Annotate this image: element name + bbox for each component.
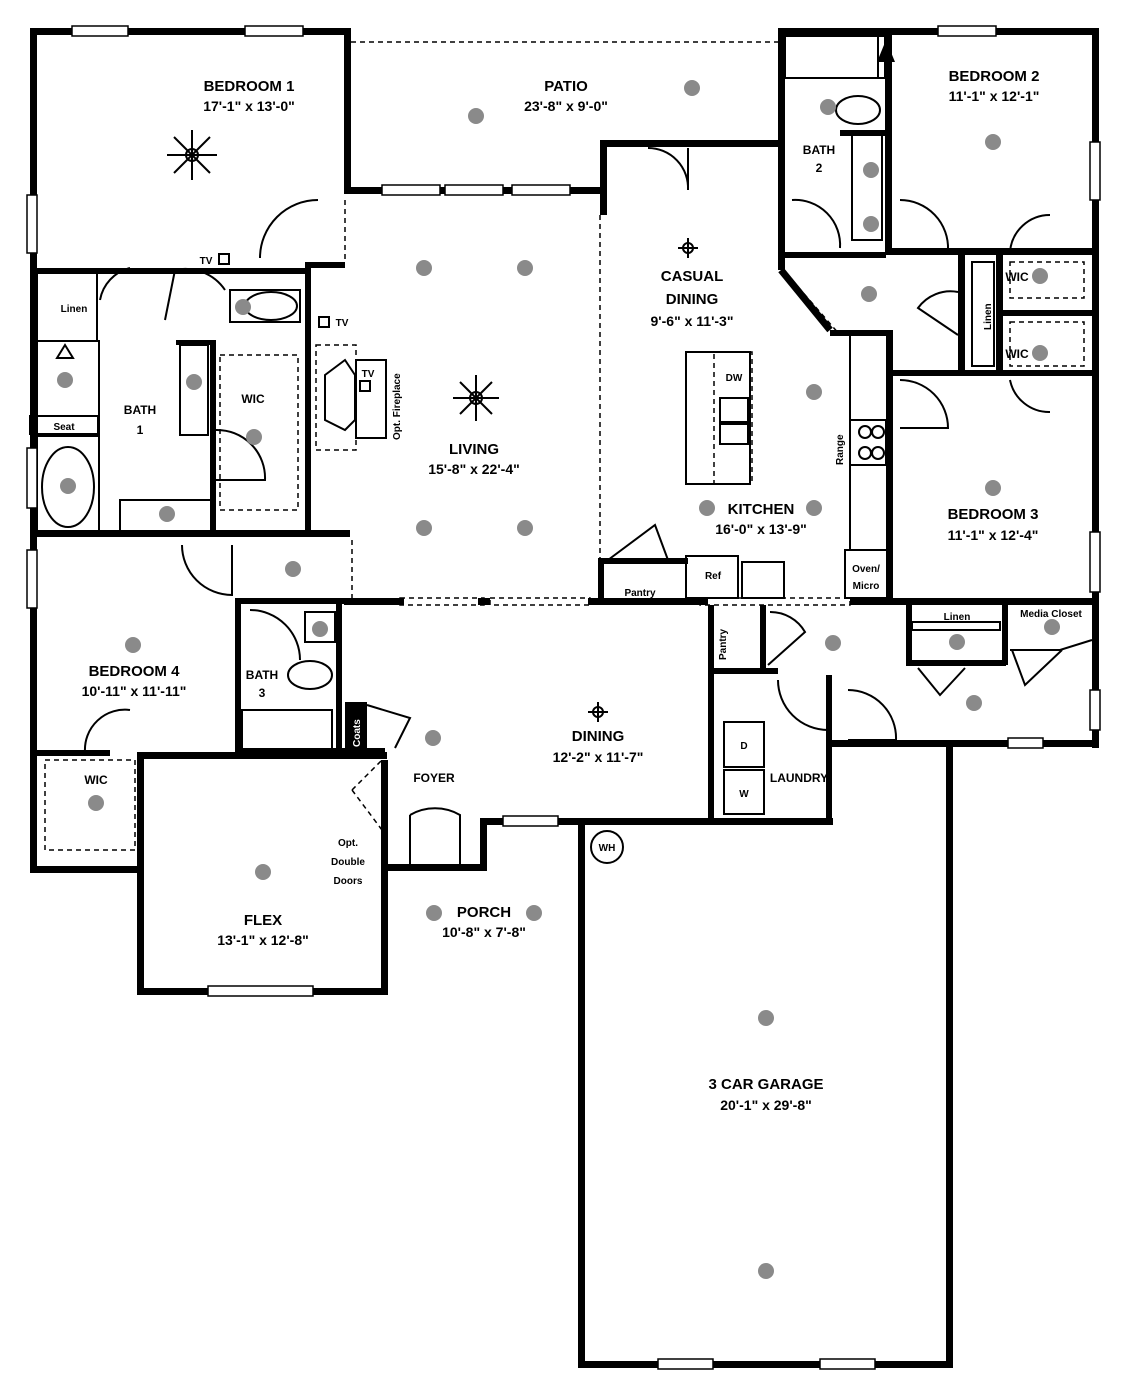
opt-double-doors-line2: Double xyxy=(331,857,365,868)
wic-label-bath1: WIC xyxy=(241,392,265,406)
oven-label-line2: Micro xyxy=(853,581,880,592)
windows xyxy=(26,25,1101,1370)
pantry-label-kitchen: Pantry xyxy=(624,588,656,599)
living-dimensions: 15'-8" x 22'-4" xyxy=(428,461,520,477)
casual-dining-dimensions: 9'-6" x 11'-3" xyxy=(651,313,734,329)
porch-label: PORCH xyxy=(457,904,511,921)
opt-double-doors-line3: Doors xyxy=(334,876,363,887)
bedroom1-dimensions: 17'-1" x 13'-0" xyxy=(203,98,295,114)
doors xyxy=(83,146,1063,865)
linen-label-closet: Linen xyxy=(944,612,971,623)
range-label: Range xyxy=(835,434,846,465)
bedroom3-label: BEDROOM 3 xyxy=(948,506,1039,523)
patio-dimensions: 23'-8" x 9'-0" xyxy=(524,98,608,114)
opt-fireplace-label: Opt. Fireplace xyxy=(392,373,403,440)
bedroom4-dimensions: 10'-11" x 11'-11" xyxy=(82,683,187,699)
casual-dining-label-line2: DINING xyxy=(666,291,719,308)
dishwasher-label: DW xyxy=(726,373,743,384)
interior-walls xyxy=(30,28,1096,851)
foyer-label: FOYER xyxy=(413,771,455,785)
pendant-light-icon xyxy=(588,702,608,722)
seat-label: Seat xyxy=(53,422,75,433)
fixtures xyxy=(29,40,895,864)
ceiling-fan-icon xyxy=(453,375,499,421)
media-closet-label: Media Closet xyxy=(1020,609,1082,620)
dryer-label: D xyxy=(740,741,747,752)
tv-label-bedroom1: TV xyxy=(200,256,213,267)
oven-label-line1: Oven/ xyxy=(852,564,880,575)
pantry-label-hall: Pantry xyxy=(718,628,729,660)
bedroom3-dimensions: 11'-1" x 12'-4" xyxy=(948,527,1039,543)
recessed-lights xyxy=(57,80,1060,1279)
coats-label: Coats xyxy=(352,719,363,747)
wic-label-bedroom4: WIC xyxy=(84,773,108,787)
opt-double-doors-line1: Opt. xyxy=(338,838,358,849)
bath1-number: 1 xyxy=(137,423,144,437)
dining-label: DINING xyxy=(572,728,625,745)
tv-label-fireplace: TV xyxy=(362,369,375,380)
bath2-label: BATH xyxy=(803,143,835,157)
bath2-number: 2 xyxy=(816,161,823,175)
washer-label: W xyxy=(739,789,749,800)
patio-label: PATIO xyxy=(544,78,588,95)
porch-dimensions: 10'-8" x 7'-8" xyxy=(442,924,526,940)
bedroom4-label: BEDROOM 4 xyxy=(89,663,181,680)
water-heater-label: WH xyxy=(599,843,616,854)
bedroom1-label: BEDROOM 1 xyxy=(204,78,295,95)
living-label: LIVING xyxy=(449,441,499,458)
flex-label: FLEX xyxy=(244,912,282,929)
bedroom2-dimensions: 11'-1" x 12'-1" xyxy=(949,88,1040,104)
casual-dining-label-line1: CASUAL xyxy=(661,268,724,285)
garage-dimensions: 20'-1" x 29'-8" xyxy=(720,1097,812,1113)
dining-dimensions: 12'-2" x 11'-7" xyxy=(553,749,644,765)
linen-label-hall: Linen xyxy=(983,303,994,330)
kitchen-dimensions: 16'-0" x 13'-9" xyxy=(715,521,807,537)
bedroom2-label: BEDROOM 2 xyxy=(949,68,1040,85)
bath3-number: 3 xyxy=(259,686,266,700)
kitchen-label: KITCHEN xyxy=(728,501,795,518)
wic-label-bedroom2: WIC xyxy=(1005,270,1029,284)
exterior-walls xyxy=(30,28,1099,1368)
ceiling-fan-icon xyxy=(167,130,217,180)
linen-label-bath1: Linen xyxy=(61,304,88,315)
tv-label-living: TV xyxy=(336,318,349,329)
bath3-label: BATH xyxy=(246,668,278,682)
pendant-light-icon xyxy=(678,238,698,258)
wic-label-bedroom3: WIC xyxy=(1005,347,1029,361)
refrigerator-label: Ref xyxy=(705,571,722,582)
flex-dimensions: 13'-1" x 12'-8" xyxy=(217,932,309,948)
garage-label: 3 CAR GARAGE xyxy=(708,1076,823,1093)
bath1-label: BATH xyxy=(124,403,156,417)
laundry-label: LAUNDRY xyxy=(770,771,828,785)
